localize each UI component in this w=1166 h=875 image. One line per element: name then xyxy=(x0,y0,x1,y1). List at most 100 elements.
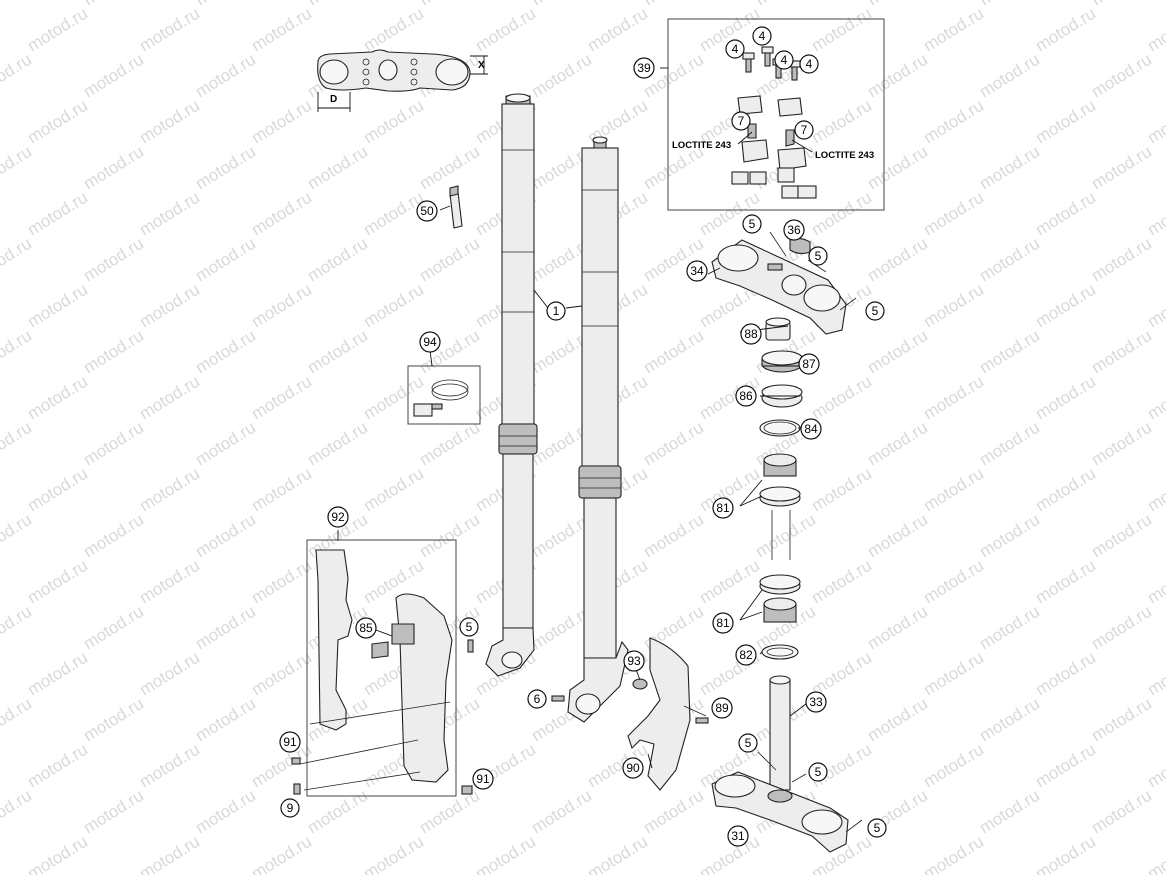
watermark-text: motod.ru xyxy=(248,648,315,700)
watermark-text: motod.ru xyxy=(416,0,483,9)
callout-5: 5 xyxy=(808,762,828,782)
svg-text:31: 31 xyxy=(731,829,745,843)
svg-text:89: 89 xyxy=(715,701,729,715)
svg-text:4: 4 xyxy=(732,42,739,56)
callout-4: 4 xyxy=(774,50,794,70)
svg-text:5: 5 xyxy=(466,620,473,634)
watermark-text: motod.ru xyxy=(304,786,371,838)
watermark-text: motod.ru xyxy=(0,142,35,194)
watermark-text: motod.ru xyxy=(976,326,1043,378)
fork-guard-box xyxy=(299,539,457,797)
callout-9: 9 xyxy=(280,798,300,818)
watermark-text: motod.ru xyxy=(752,0,819,9)
leader-lines xyxy=(337,67,807,769)
watermark-text: motod.ru xyxy=(360,96,427,148)
watermark-text: motod.ru xyxy=(976,50,1043,102)
callout-5: 5 xyxy=(808,246,828,266)
watermark-text: motod.ru xyxy=(752,510,819,562)
watermark-text: motod.ru xyxy=(1088,694,1155,746)
watermark-text: motod.ru xyxy=(136,372,203,424)
clamp-box xyxy=(407,365,481,425)
watermark-text: motod.ru xyxy=(864,418,931,470)
callout-94: 94 xyxy=(419,331,441,353)
watermark-text: motod.ru xyxy=(24,740,91,792)
svg-text:1: 1 xyxy=(553,304,560,318)
svg-text:6: 6 xyxy=(534,692,541,706)
watermark-text: motod.ru xyxy=(976,602,1043,654)
watermark-text: motod.ru xyxy=(976,0,1043,9)
watermark-text: motod.ru xyxy=(1088,418,1155,470)
loctite-note-right: LOCTITE 243 xyxy=(815,150,874,161)
watermark-text: motod.ru xyxy=(976,142,1043,194)
callout-34: 34 xyxy=(686,260,708,282)
callout-89: 89 xyxy=(711,697,733,719)
callout-82: 82 xyxy=(735,644,757,666)
svg-text:82: 82 xyxy=(739,648,753,662)
watermark-text: motod.ru xyxy=(0,786,35,838)
watermark-text: motod.ru xyxy=(248,556,315,608)
watermark-text: motod.ru xyxy=(920,740,987,792)
watermark-text: motod.ru xyxy=(1032,832,1099,875)
watermark-text: motod.ru xyxy=(192,234,259,286)
watermark-text: motod.ru xyxy=(1088,786,1155,838)
watermark-text: motod.ru xyxy=(416,418,483,470)
top-clamp-overview: D X xyxy=(317,49,488,112)
watermark-text: motod.ru xyxy=(192,50,259,102)
watermark-text: motod.ru xyxy=(920,464,987,516)
watermark-text: motod.ru xyxy=(192,142,259,194)
dimension-d-label: D xyxy=(330,94,337,105)
watermark-text: motod.ru xyxy=(80,0,147,9)
watermark-text: motod.ru xyxy=(1032,4,1099,56)
callout-5: 5 xyxy=(459,617,479,637)
watermark-text: motod.ru xyxy=(0,602,35,654)
watermark-text: motod.ru xyxy=(80,50,147,102)
watermark-text: motod.ru xyxy=(416,786,483,838)
svg-text:50: 50 xyxy=(420,204,434,218)
watermark-text: motod.ru xyxy=(1088,510,1155,562)
callout-7: 7 xyxy=(794,120,814,140)
brake-line-guide xyxy=(627,637,707,791)
callout-86: 86 xyxy=(735,385,757,407)
watermark-text: motod.ru xyxy=(416,510,483,562)
watermark-text: motod.ru xyxy=(808,556,875,608)
svg-text:91: 91 xyxy=(476,772,490,786)
watermark-text: motod.ru xyxy=(248,464,315,516)
svg-text:94: 94 xyxy=(423,335,437,349)
watermark-text: motod.ru xyxy=(864,234,931,286)
callout-85: 85 xyxy=(355,617,377,639)
callout-81: 81 xyxy=(712,612,734,634)
watermark-text: motod.ru xyxy=(808,4,875,56)
watermark-text: motod.ru xyxy=(640,510,707,562)
lower-triple-clamp xyxy=(711,675,863,853)
watermark-text: motod.ru xyxy=(192,786,259,838)
grease-tube xyxy=(449,185,463,229)
watermark-text: motod.ru xyxy=(1032,372,1099,424)
watermark-text: motod.ru xyxy=(1144,648,1166,700)
watermark-text: motod.ru xyxy=(1088,326,1155,378)
watermark-text: motod.ru xyxy=(248,96,315,148)
watermark-text: motod.ru xyxy=(976,694,1043,746)
svg-text:84: 84 xyxy=(804,422,818,436)
watermark-text: motod.ru xyxy=(1144,832,1166,875)
watermark-text: motod.ru xyxy=(1032,556,1099,608)
watermark-text: motod.ru xyxy=(528,786,595,838)
watermark-text: motod.ru xyxy=(808,96,875,148)
watermark-text: motod.ru xyxy=(80,786,147,838)
watermark-text: motod.ru xyxy=(0,234,35,286)
callout-5: 5 xyxy=(865,301,885,321)
bearing-stack xyxy=(759,317,803,660)
watermark-text: motod.ru xyxy=(304,142,371,194)
watermark-text: motod.ru xyxy=(304,0,371,9)
svg-text:92: 92 xyxy=(331,510,345,524)
watermark-text: motod.ru xyxy=(864,326,931,378)
svg-text:34: 34 xyxy=(690,264,704,278)
watermark-text: motod.ru xyxy=(920,648,987,700)
svg-text:36: 36 xyxy=(787,223,801,237)
watermark-text: motod.ru xyxy=(0,510,35,562)
callout-91: 91 xyxy=(279,731,301,753)
upper-triple-clamp xyxy=(711,231,857,335)
watermark-text: motod.ru xyxy=(1144,556,1166,608)
callout-88: 88 xyxy=(740,323,762,345)
watermark-text: motod.ru xyxy=(416,234,483,286)
